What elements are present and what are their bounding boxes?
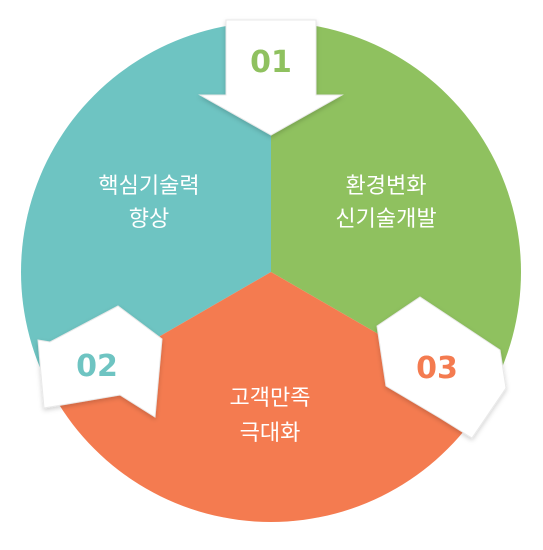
- label-core-tech-line2: 향상: [129, 207, 169, 232]
- segment-customer: [54, 272, 488, 522]
- number-03: 03: [416, 351, 458, 386]
- label-new-tech-line1: 환경변화: [346, 174, 427, 199]
- segment-core-tech: [21, 22, 271, 397]
- segment-new-tech: [271, 22, 521, 397]
- arrow-01: [198, 19, 344, 136]
- arrow-02: [37, 305, 163, 418]
- label-core-tech-line1: 핵심기술력: [98, 174, 199, 199]
- arrow-03: [376, 296, 507, 439]
- number-02: 02: [76, 349, 118, 384]
- label-new-tech-line2: 신기술개발: [335, 207, 436, 232]
- label-customer-line2: 극대화: [240, 421, 301, 446]
- number-01: 01: [250, 45, 292, 80]
- label-customer-line1: 고객만족: [230, 386, 311, 411]
